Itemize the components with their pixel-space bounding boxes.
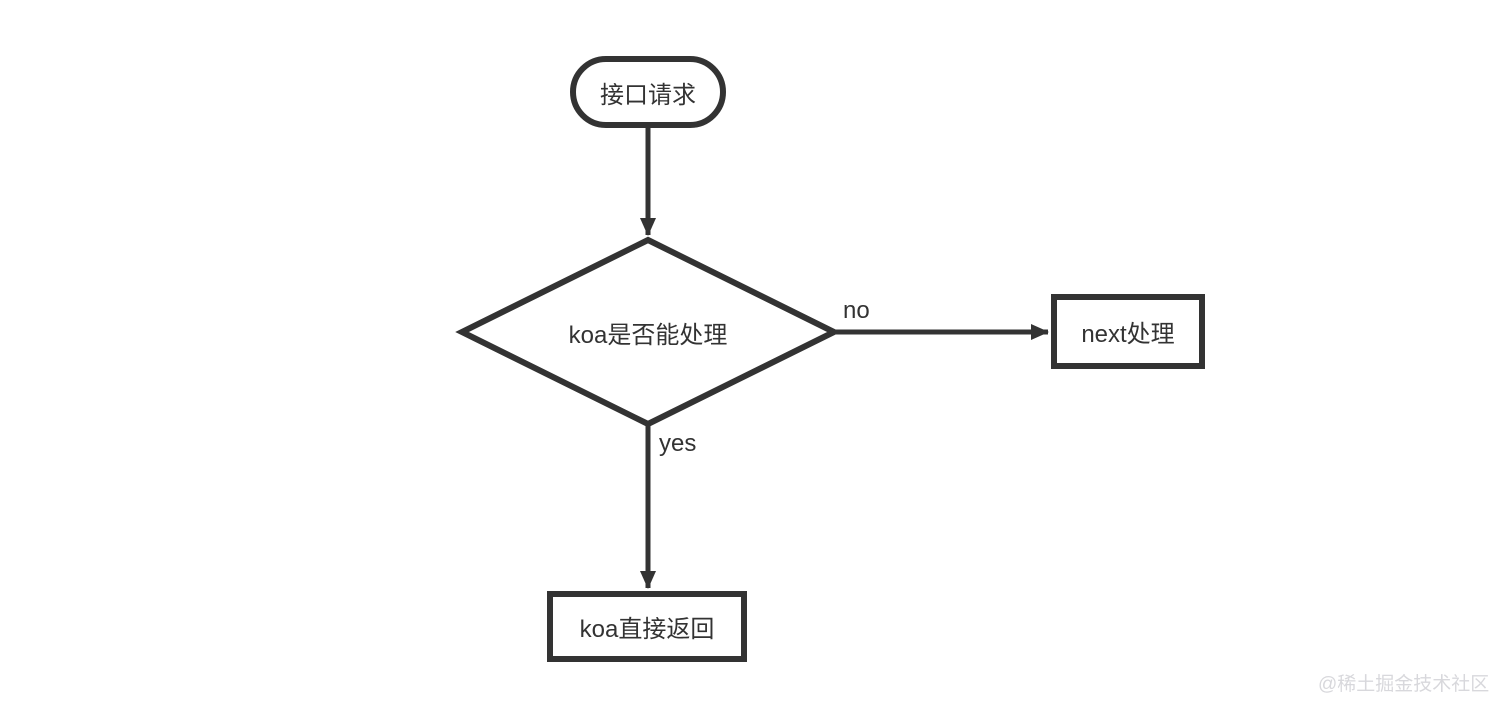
next-node-label: next处理 bbox=[1081, 321, 1175, 348]
decision-diamond-shape bbox=[455, 236, 841, 428]
decision-node: koa是否能处理 bbox=[461, 239, 835, 425]
return-node-label: koa直接返回 bbox=[579, 616, 715, 643]
return-node: koa直接返回 bbox=[547, 591, 747, 662]
edge-label-yes: yes bbox=[659, 430, 697, 457]
start-node: 接口请求 bbox=[570, 56, 726, 128]
next-node: next处理 bbox=[1051, 294, 1205, 369]
watermark-text: @稀土掘金技术社区 bbox=[1318, 674, 1490, 695]
edge-label-no: no bbox=[843, 297, 870, 324]
decision-node-label: koa是否能处理 bbox=[568, 321, 728, 349]
start-node-label: 接口请求 bbox=[600, 81, 696, 109]
